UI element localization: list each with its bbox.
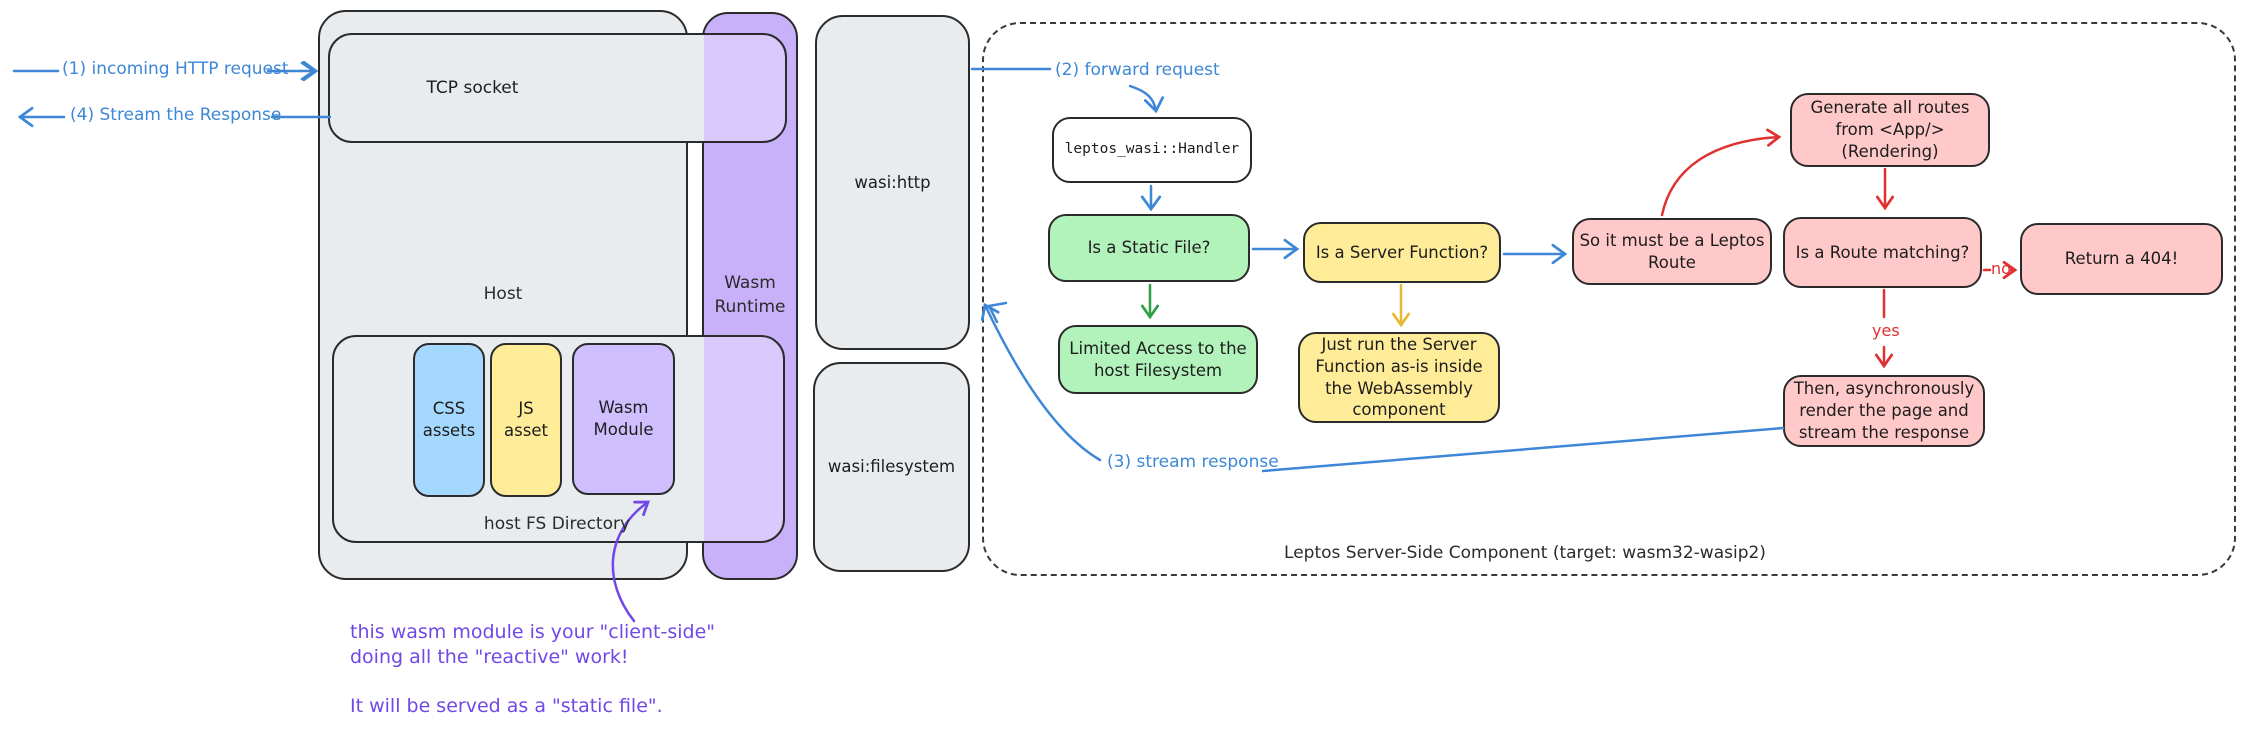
handler-box: leptos_wasi::Handler <box>1052 117 1252 183</box>
step3-label: (3) stream response <box>1107 452 1279 472</box>
wasi-http-label: wasi:http <box>854 172 931 192</box>
route-matching-question-box: Is a Route matching? <box>1783 217 1982 288</box>
return-404-box: Return a 404! <box>2020 223 2223 295</box>
wasi-filesystem-box: wasi:filesystem <box>813 362 970 572</box>
step2-label: (2) forward request <box>1055 60 1220 80</box>
host-label: Host <box>483 284 523 304</box>
leptos-route-label: So it must be a Leptos Route <box>1579 230 1765 272</box>
server-fn-question-box: Is a Server Function? <box>1303 222 1501 283</box>
handler-label: leptos_wasi::Handler <box>1064 141 1240 158</box>
static-file-question-label: Is a Static File? <box>1087 238 1211 258</box>
return-404-label: Return a 404! <box>2064 249 2179 269</box>
step4-label: (4) Stream the Response <box>70 105 282 125</box>
wasi-filesystem-label: wasi:filesystem <box>827 457 956 477</box>
css-assets-box: CSS assets <box>413 343 485 497</box>
js-asset-box: JS asset <box>490 343 562 497</box>
generate-routes-box: Generate all routes from <App/> (Renderi… <box>1790 93 1990 167</box>
tcp-socket-box: TCP socket <box>328 33 787 143</box>
js-asset-label: JS asset <box>504 399 548 440</box>
wasi-http-box: wasi:http <box>815 15 970 350</box>
leptos-route-box: So it must be a Leptos Route <box>1572 218 1772 285</box>
generate-routes-label: Generate all routes from <App/> (Renderi… <box>1810 98 1970 161</box>
static-file-question-box: Is a Static File? <box>1048 214 1250 282</box>
run-server-fn-label: Just run the Server Function as-is insid… <box>1315 334 1483 420</box>
tcp-socket-label: TCP socket <box>426 77 519 98</box>
wasm-module-note: this wasm module is your "client-side" d… <box>350 621 716 718</box>
arrow-incoming-request-chevron <box>300 61 317 81</box>
server-fn-question-label: Is a Server Function? <box>1315 242 1489 262</box>
route-matching-question-label: Is a Route matching? <box>1795 242 1970 262</box>
leptos-component-container <box>982 22 2236 576</box>
run-server-fn-box: Just run the Server Function as-is insid… <box>1298 332 1500 423</box>
limited-access-box: Limited Access to the host Filesystem <box>1058 325 1258 394</box>
render-stream-label: Then, asynchronously render the page and… <box>1793 379 1975 442</box>
render-stream-box: Then, asynchronously render the page and… <box>1783 375 1985 447</box>
wasm-runtime-label: Wasm Runtime <box>714 273 786 317</box>
wasm-module-label: Wasm Module <box>593 398 654 439</box>
css-assets-label: CSS assets <box>422 399 476 440</box>
leptos-component-caption: Leptos Server-Side Component (target: wa… <box>1284 543 1766 563</box>
wasm-module-box: Wasm Module <box>572 343 675 495</box>
yes-label: yes <box>1872 321 1900 340</box>
host-fs-directory-label: host FS Directory <box>483 514 631 534</box>
limited-access-label: Limited Access to the host Filesystem <box>1069 338 1247 380</box>
step1-label: (1) incoming HTTP request <box>62 59 289 79</box>
no-label: no <box>1991 259 2011 278</box>
